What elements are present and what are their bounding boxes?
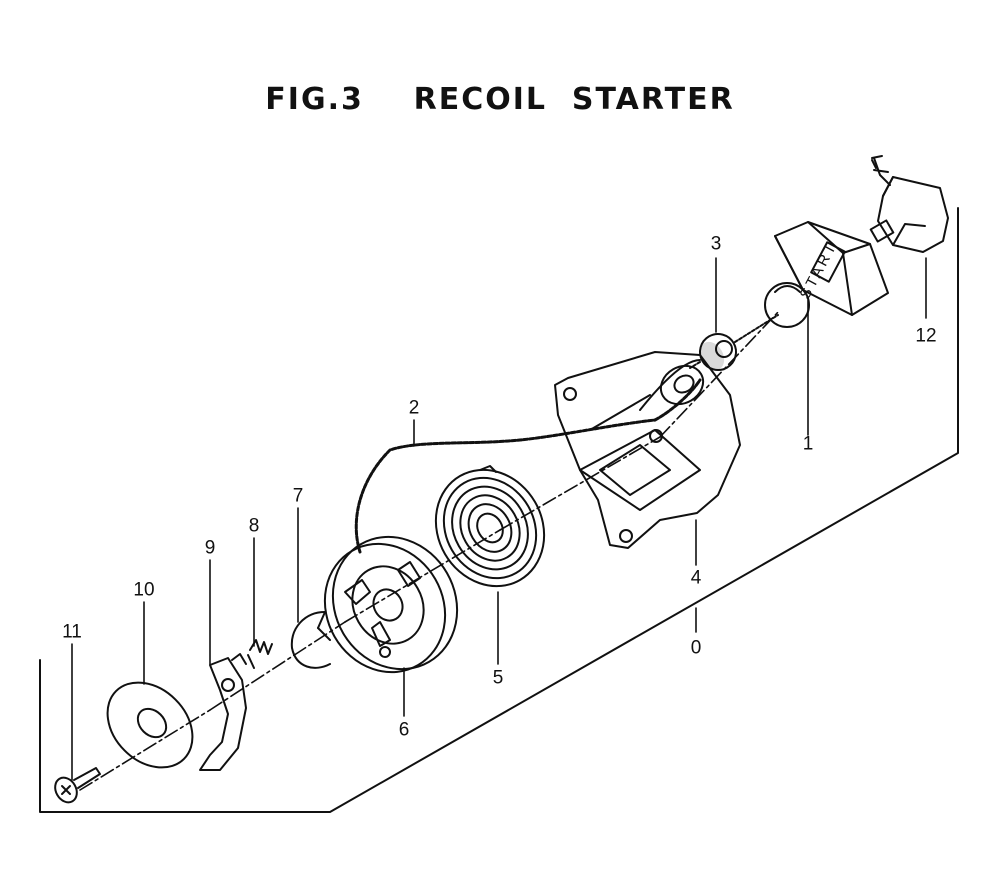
part-12-handle — [869, 155, 949, 253]
part-3-grommet — [699, 333, 737, 371]
callout-6: 6 — [398, 719, 410, 741]
figure-number: FIG.3 — [265, 82, 364, 117]
part-4-housing — [554, 351, 741, 549]
callout-7: 7 — [292, 485, 304, 507]
leader-lines — [71, 257, 927, 781]
assembly-bracket — [39, 207, 959, 813]
part-6-reel — [323, 535, 459, 674]
callout-12: 12 — [915, 325, 937, 347]
callout-9: 9 — [204, 537, 216, 559]
part-10-washer — [106, 681, 194, 769]
center-axis — [79, 309, 781, 791]
callout-5: 5 — [492, 667, 504, 689]
part-8-spring — [247, 639, 273, 669]
callout-4: 4 — [690, 567, 702, 589]
callout-3: 3 — [710, 233, 722, 255]
part-1-grip — [764, 221, 889, 328]
callout-1: 1 — [802, 433, 814, 455]
callout-0: 0 — [690, 637, 702, 659]
figure-name: RECOIL STARTER — [413, 82, 735, 117]
callout-10: 10 — [133, 579, 155, 601]
callout-2: 2 — [408, 397, 420, 419]
rope-upper — [734, 314, 779, 343]
part-2-rope — [354, 378, 702, 554]
part-7-clip — [290, 611, 331, 669]
figure-title: FIG.3 RECOIL STARTER — [0, 82, 1000, 117]
part-5-spring — [434, 465, 546, 588]
callout-8: 8 — [248, 515, 260, 537]
part-11-screw — [54, 767, 101, 804]
part-9-pawl — [199, 653, 247, 771]
callout-11: 11 — [62, 621, 82, 643]
